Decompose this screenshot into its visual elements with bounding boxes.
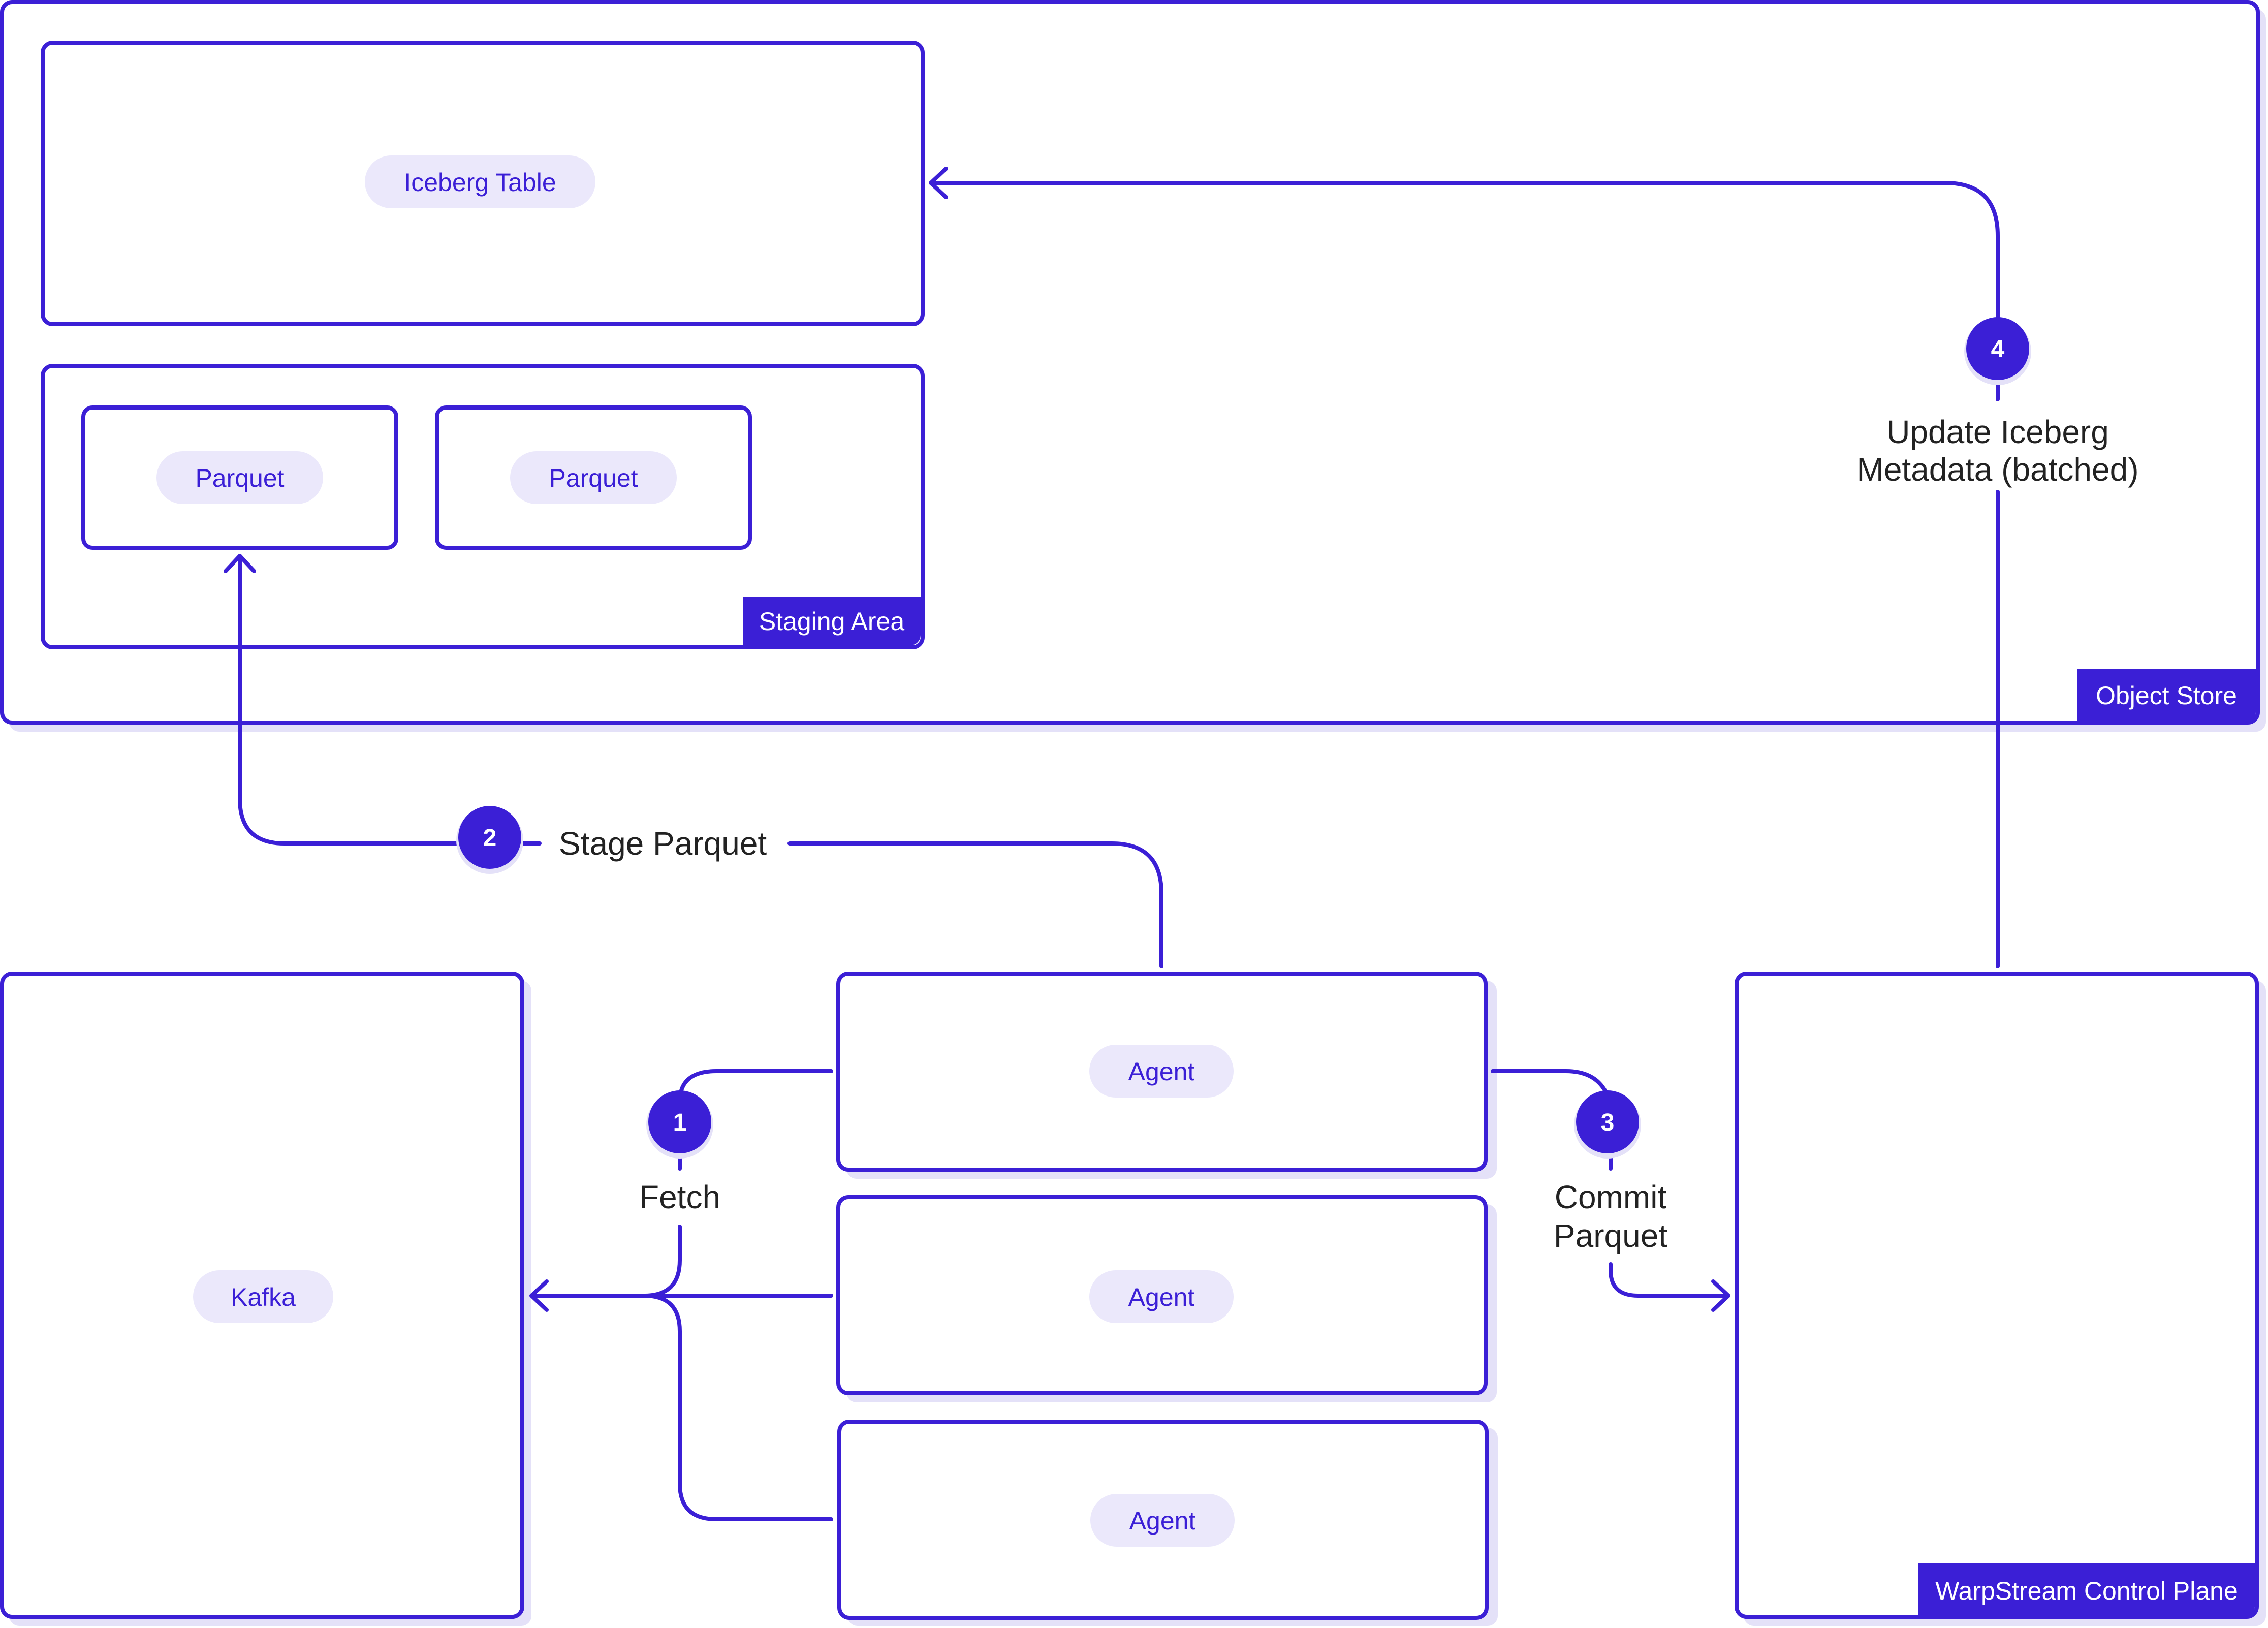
agent-pill-2 xyxy=(1089,1270,1234,1323)
stage-line-agent xyxy=(788,841,1163,968)
staging-area-tag: Staging Area xyxy=(743,597,921,645)
agent-pill-1 xyxy=(1089,1045,1234,1098)
parquet-label-2: Parquet xyxy=(549,464,638,492)
kafka-pill xyxy=(193,1270,333,1323)
iceberg-arrowhead xyxy=(929,167,948,199)
control-plane-arrowhead xyxy=(1711,1279,1730,1312)
stage-line-left xyxy=(238,555,462,846)
fetch-line-down xyxy=(642,1225,682,1298)
step-badge-4: 4 xyxy=(1964,317,2031,385)
step-number-3: 3 xyxy=(1601,1109,1615,1136)
parquet-arrowhead xyxy=(224,554,256,573)
step-label-update-line2: Metadata (batched) xyxy=(1857,451,2139,488)
control-plane-box: WarpStream Control Plane xyxy=(1735,972,2259,1619)
parquet-pill-2 xyxy=(510,451,677,504)
connectors xyxy=(224,167,2000,1521)
staging-area-label: Staging Area xyxy=(759,607,905,636)
agent-box-2: Agent xyxy=(836,1195,1488,1395)
metadata-line-top xyxy=(930,181,2000,320)
commit-line-top xyxy=(1491,1069,1608,1093)
fetch-line-agent-3 xyxy=(642,1294,833,1521)
object-store-tag: Object Store xyxy=(2077,669,2256,723)
agent-box-3: Agent xyxy=(837,1420,1489,1620)
step-label-update-line1: Update Iceberg xyxy=(1886,414,2109,450)
parquet-box-2: Parquet xyxy=(435,405,752,550)
iceberg-table-box: Iceberg Table xyxy=(41,41,925,326)
agent-pill-3 xyxy=(1090,1494,1235,1547)
step-label-fetch: Fetch xyxy=(639,1179,720,1215)
agent-box-1: Agent xyxy=(836,972,1488,1172)
parquet-box-1: Parquet xyxy=(81,405,398,550)
step-badge-3: 3 xyxy=(1574,1090,1641,1159)
agent-label-1: Agent xyxy=(1128,1057,1195,1086)
kafka-arrowhead xyxy=(529,1279,549,1312)
kafka-box: Kafka xyxy=(0,972,524,1619)
agent-label-2: Agent xyxy=(1128,1283,1195,1311)
step-label-stage-parquet: Stage Parquet xyxy=(559,825,767,862)
step-label-commit-line1: Commit xyxy=(1555,1179,1667,1215)
step-number-4: 4 xyxy=(1991,336,2005,363)
parquet-label-1: Parquet xyxy=(195,464,284,492)
iceberg-table-label: Iceberg Table xyxy=(404,168,556,197)
agent-label-3: Agent xyxy=(1129,1507,1196,1535)
iceberg-table-pill xyxy=(365,155,595,208)
control-plane-label: WarpStream Control Plane xyxy=(1935,1577,2238,1605)
object-store-label: Object Store xyxy=(2096,681,2237,710)
parquet-pill-1 xyxy=(156,451,323,504)
step-number-1: 1 xyxy=(673,1109,687,1136)
step-badge-2: 2 xyxy=(456,806,523,874)
step-badge-1: 1 xyxy=(646,1090,713,1159)
commit-line-bottom xyxy=(1609,1262,1729,1298)
step-number-2: 2 xyxy=(483,825,497,852)
kafka-label: Kafka xyxy=(231,1283,296,1311)
step-label-commit-line2: Parquet xyxy=(1554,1217,1667,1254)
control-plane-tag: WarpStream Control Plane xyxy=(1918,1563,2255,1617)
